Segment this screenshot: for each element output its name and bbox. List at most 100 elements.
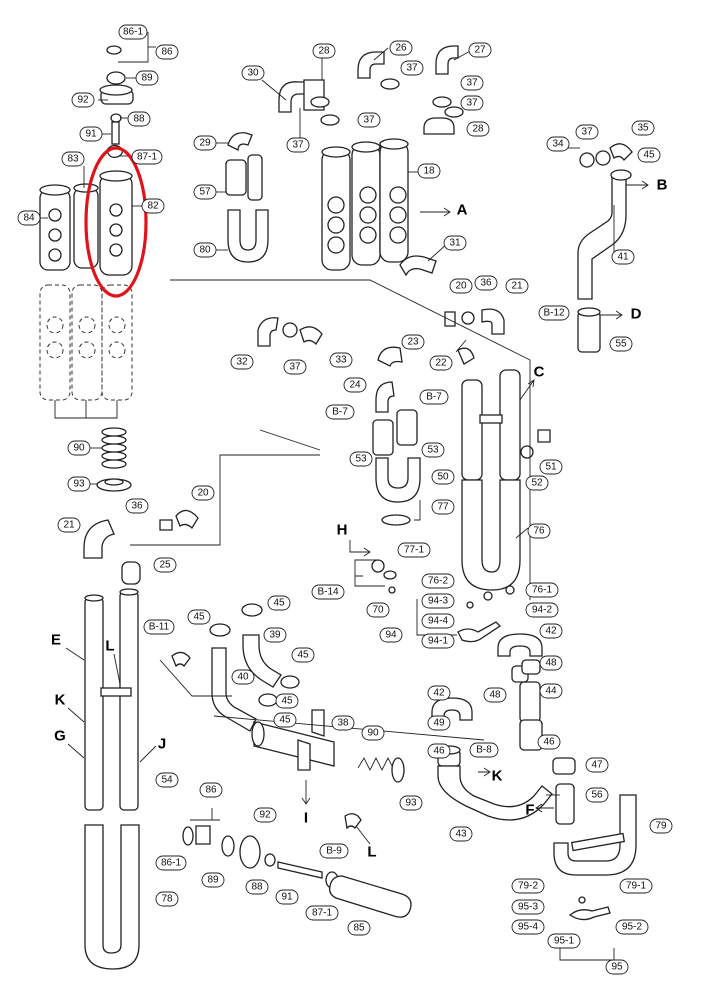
- callout-b-14: B-14: [311, 584, 345, 600]
- callout-24: 24: [343, 377, 367, 393]
- long-tubes-left: [83, 509, 199, 970]
- callout-49: 49: [427, 715, 451, 731]
- svg-text:22: 22: [435, 358, 447, 369]
- svg-text:87-1: 87-1: [137, 152, 157, 163]
- callout-77: 77: [431, 499, 455, 515]
- callout-43: 43: [449, 826, 473, 842]
- svg-text:20: 20: [197, 488, 209, 499]
- svg-text:43: 43: [455, 829, 467, 840]
- svg-text:37: 37: [406, 63, 418, 74]
- callout-86: 86: [199, 782, 223, 798]
- callout-80: 80: [193, 242, 217, 258]
- callout-79-1: 79-1: [619, 878, 653, 894]
- svg-text:49: 49: [433, 718, 445, 729]
- svg-text:94-4: 94-4: [428, 616, 448, 627]
- highlight-oval: [84, 146, 148, 298]
- svg-text:95-1: 95-1: [554, 936, 574, 947]
- callout-76-2: 76-2: [421, 573, 455, 589]
- svg-text:46: 46: [543, 737, 555, 748]
- svg-text:B-9: B-9: [326, 846, 342, 857]
- svg-text:86-1: 86-1: [123, 27, 143, 38]
- callout-46: 46: [537, 734, 561, 750]
- callout-94-4: 94-4: [421, 613, 455, 629]
- svg-text:86-1: 86-1: [161, 858, 181, 869]
- svg-text:92: 92: [259, 810, 271, 821]
- connector-d: D: [600, 306, 642, 323]
- svg-text:56: 56: [591, 790, 603, 801]
- callout-45: 45: [267, 595, 291, 611]
- svg-text:53: 53: [355, 454, 367, 465]
- callout-20: 20: [191, 485, 215, 501]
- svg-text:I: I: [304, 810, 308, 827]
- svg-text:31: 31: [449, 238, 461, 249]
- callout-47: 47: [585, 757, 609, 773]
- callout-93: 93: [399, 795, 423, 811]
- callout-b-8: B-8: [469, 742, 499, 758]
- svg-text:B-8: B-8: [476, 745, 492, 756]
- callout-87-1: 87-1: [131, 149, 163, 165]
- callout-22: 22: [429, 355, 453, 371]
- svg-text:23: 23: [407, 337, 419, 348]
- svg-text:E: E: [51, 632, 61, 649]
- svg-text:K: K: [55, 692, 66, 709]
- callout-85: 85: [347, 920, 371, 936]
- svg-text:77-1: 77-1: [404, 545, 424, 556]
- svg-text:55: 55: [615, 339, 627, 350]
- callout-45: 45: [187, 609, 211, 625]
- svg-text:47: 47: [591, 760, 603, 771]
- svg-text:50: 50: [437, 472, 449, 483]
- center-section: [171, 255, 637, 921]
- callout-52: 52: [525, 475, 549, 491]
- svg-text:78: 78: [161, 894, 173, 905]
- callout-88: 88: [245, 879, 269, 895]
- svg-text:B-7: B-7: [426, 392, 442, 403]
- callout-94: 94: [379, 627, 403, 643]
- svg-text:88: 88: [133, 114, 145, 125]
- svg-text:90: 90: [367, 728, 379, 739]
- svg-text:24: 24: [349, 380, 361, 391]
- connector-a: A: [420, 202, 468, 219]
- leader-lines: [40, 32, 615, 961]
- callout-53: 53: [421, 442, 445, 458]
- svg-text:57: 57: [199, 187, 211, 198]
- svg-text:95-4: 95-4: [518, 922, 538, 933]
- svg-text:36: 36: [131, 501, 143, 512]
- callout-44: 44: [539, 683, 563, 699]
- connector-g: G: [54, 728, 85, 759]
- callout-53: 53: [349, 451, 373, 467]
- svg-text:79: 79: [655, 821, 667, 832]
- svg-text:46: 46: [433, 746, 445, 757]
- svg-text:37: 37: [292, 140, 304, 151]
- callout-76-1: 76-1: [525, 582, 559, 598]
- callout-86: 86: [155, 44, 179, 60]
- connector-k-right: K: [478, 768, 503, 785]
- part-drawings: [39, 45, 637, 970]
- manifold-top-center: [225, 45, 464, 271]
- callout-b-9: B-9: [319, 843, 349, 859]
- callout-95-2: 95-2: [615, 919, 649, 935]
- callout-27: 27: [468, 42, 492, 58]
- grip-assembly-bottom: [182, 813, 412, 918]
- svg-text:92: 92: [77, 95, 89, 106]
- svg-text:51: 51: [545, 462, 557, 473]
- svg-text:53: 53: [427, 445, 439, 456]
- callout-37: 37: [286, 137, 310, 153]
- connector-i: I: [301, 780, 311, 827]
- callout-76: 76: [527, 523, 551, 539]
- svg-text:88: 88: [251, 882, 263, 893]
- callout-94-3: 94-3: [421, 593, 455, 609]
- svg-text:82: 82: [147, 201, 159, 212]
- svg-text:L: L: [105, 638, 114, 655]
- callout-39: 39: [263, 627, 287, 643]
- svg-text:29: 29: [199, 138, 211, 149]
- connector-b: B: [626, 177, 668, 194]
- svg-text:93: 93: [73, 479, 85, 490]
- callout-b-7: B-7: [325, 404, 355, 420]
- svg-text:37: 37: [466, 78, 478, 89]
- callout-90: 90: [361, 725, 385, 741]
- callout-48: 48: [539, 655, 563, 671]
- svg-text:95-3: 95-3: [518, 902, 538, 913]
- svg-text:H: H: [337, 522, 348, 539]
- connection-letters: A B C D H E L K G J I L K F: [51, 177, 668, 861]
